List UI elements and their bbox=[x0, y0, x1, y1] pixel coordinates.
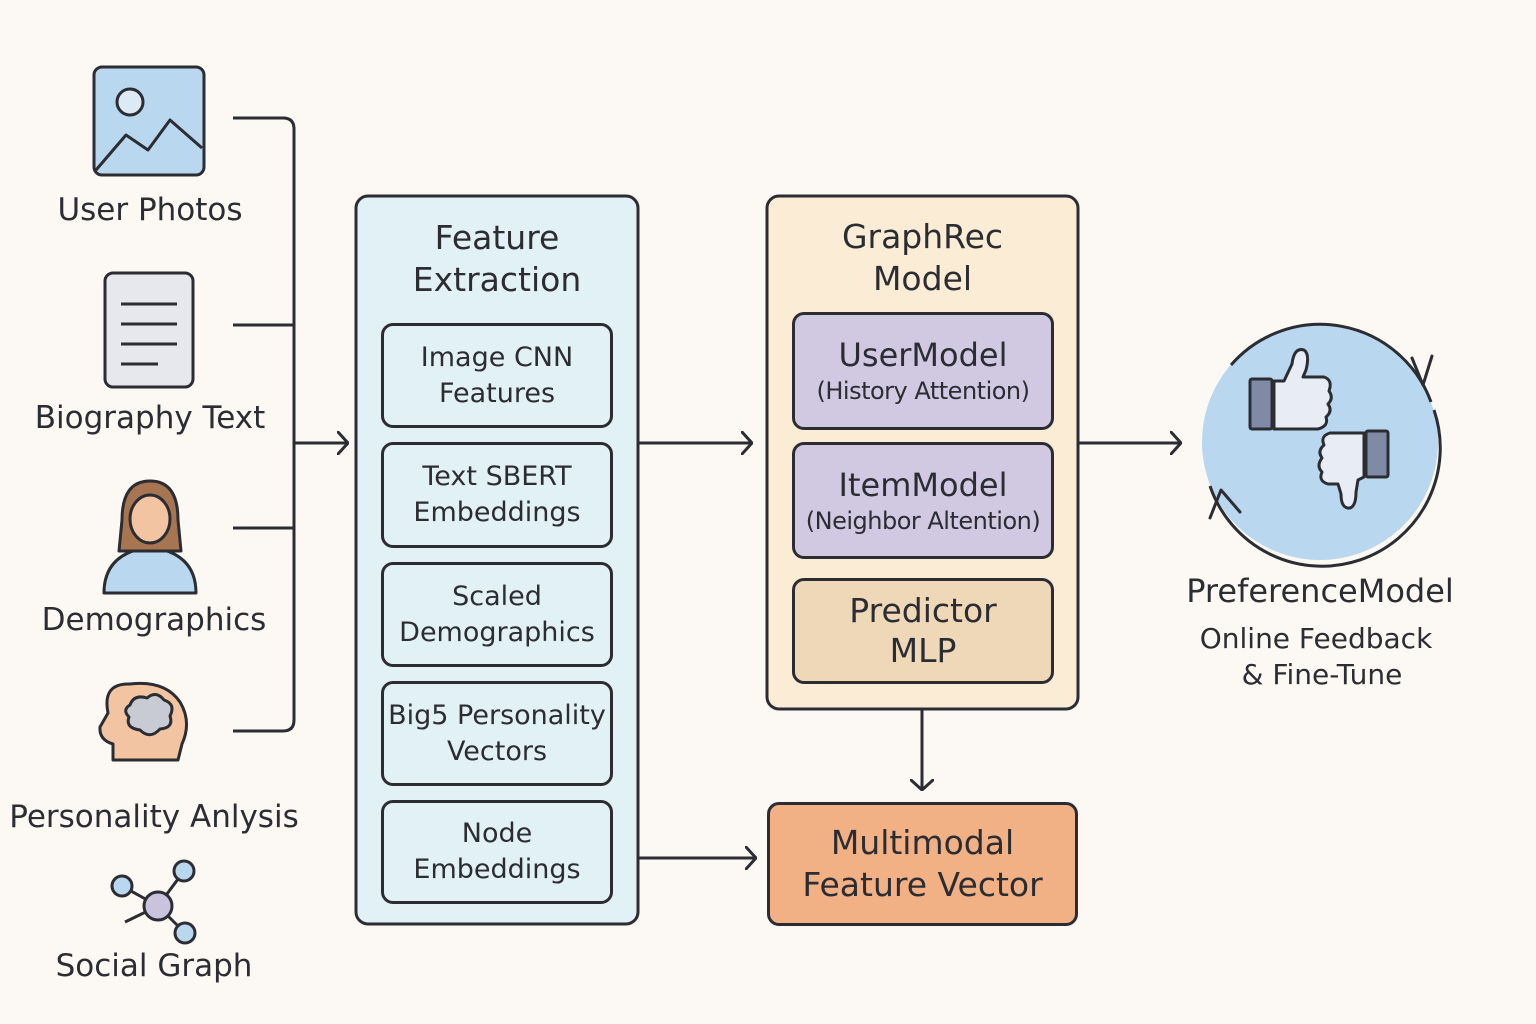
preference-model-title: PreferenceModel bbox=[1186, 572, 1454, 610]
item-model-box: ItemModel (Neighbor Altention) bbox=[792, 442, 1054, 559]
feature-item-scaled-demographics: Scaled Demographics bbox=[381, 562, 613, 667]
source-label-biography: Biography Text bbox=[34, 400, 266, 436]
feature-item-line: Vectors bbox=[446, 735, 548, 767]
feature-item-line: Features bbox=[438, 377, 556, 409]
predictor-mlp-box: Predictor MLP bbox=[792, 578, 1054, 684]
feature-item-line: Scaled bbox=[452, 580, 542, 612]
feature-item-line: Demographics bbox=[399, 616, 595, 648]
item-model-name: ItemModel bbox=[838, 465, 1008, 504]
user-model-name: UserModel bbox=[838, 336, 1008, 374]
preference-line-2: & Fine-Tune bbox=[1241, 658, 1403, 691]
multimodal-feature-vector-box: Multimodal Feature Vector bbox=[767, 802, 1078, 926]
thumbs-down-icon bbox=[1317, 429, 1390, 510]
graphrec-title: GraphRec Model bbox=[841, 217, 1004, 298]
feature-item-line: Text SBERT bbox=[422, 461, 572, 492]
source-label-user-photos: User Photos bbox=[57, 192, 243, 228]
feature-item-big5: Big5 Personality Vectors bbox=[381, 681, 613, 786]
preference-circle bbox=[1202, 322, 1442, 568]
feature-item-line: Node bbox=[461, 818, 533, 849]
head-brain-icon bbox=[98, 681, 188, 762]
source-label-demographics: Demographics bbox=[41, 602, 267, 638]
preference-line-1: Online Feedback bbox=[1199, 622, 1433, 655]
feature-item-line: Big5 Personality bbox=[388, 699, 606, 731]
feature-item-node-embeddings: Node Embeddings bbox=[381, 800, 613, 904]
source-bracket bbox=[233, 116, 296, 733]
document-icon bbox=[103, 271, 195, 389]
user-model-detail: (History Attention) bbox=[816, 377, 1030, 405]
source-label-personality: Personality Anlysis bbox=[9, 799, 299, 835]
item-model-detail: (Neighbor Altention) bbox=[805, 506, 1041, 535]
user-model-box: UserModel (History Attention) bbox=[792, 312, 1054, 430]
feature-item-text-sbert: Text SBERT Embeddings bbox=[381, 442, 613, 548]
feature-item-line: Image CNN bbox=[420, 341, 574, 373]
feature-item-image-cnn: Image CNN Features bbox=[381, 323, 613, 428]
network-graph-icon bbox=[110, 859, 197, 945]
feature-item-line: Embeddings bbox=[413, 497, 581, 528]
image-icon bbox=[92, 65, 206, 177]
person-icon bbox=[102, 479, 198, 595]
cycle-arrows-icon bbox=[1208, 354, 1434, 520]
source-label-social-graph: Social Graph bbox=[55, 948, 253, 984]
feature-item-line: Embeddings bbox=[413, 854, 581, 885]
thumbs-up-icon bbox=[1248, 348, 1333, 431]
feature-extraction-title: Feature Extraction bbox=[412, 218, 582, 299]
